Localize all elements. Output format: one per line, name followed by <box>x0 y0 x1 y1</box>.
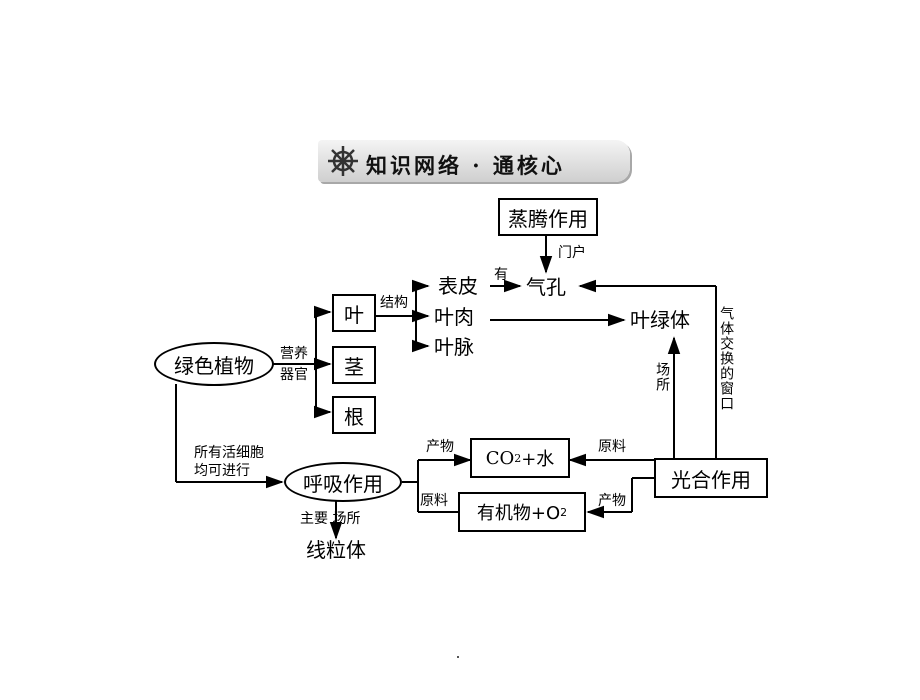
node-co2-water-suffix: +水 <box>521 449 555 470</box>
page-dot <box>457 656 459 658</box>
node-photosynthesis-label: 光合作用 <box>671 467 751 492</box>
edge-label-product-1: 产物 <box>426 439 454 455</box>
node-chloroplast: 叶绿体 <box>630 308 690 332</box>
edge-label-has: 有 <box>494 267 508 283</box>
edge-label-nutrient-organs-2: 器官 <box>280 367 308 383</box>
node-respiration: 呼吸作用 <box>284 462 402 502</box>
node-photosynthesis: 光合作用 <box>654 458 768 498</box>
node-epidermis: 表皮 <box>438 274 478 298</box>
node-root: 根 <box>332 396 376 434</box>
node-mitochondria: 线粒体 <box>306 538 366 562</box>
node-vein: 叶脉 <box>434 335 474 359</box>
edge-label-raw-material-1: 原料 <box>420 493 448 509</box>
edge-label-all-living-cells-2: 均可进行 <box>194 463 250 479</box>
edge-label-gateway: 门户 <box>558 245 586 261</box>
node-green-plant: 绿色植物 <box>154 342 274 386</box>
node-transpiration: 蒸腾作用 <box>498 198 598 236</box>
node-co2-water-sub: 2 <box>514 451 522 465</box>
edge-label-gas-exchange-window: 气体交换的窗口 <box>718 306 735 411</box>
node-co2-water-prefix: CO <box>485 447 515 469</box>
edge-label-all-living-cells-1: 所有活细胞 <box>194 445 264 461</box>
section-header-banner: 知识网络 · 通核心 <box>318 140 630 182</box>
node-organic-o2-prefix: 有机物+O <box>476 503 561 524</box>
section-title: 知识网络 · 通核心 <box>366 153 565 178</box>
node-transpiration-label: 蒸腾作用 <box>508 206 588 231</box>
node-stem-label: 茎 <box>344 354 364 379</box>
node-root-label: 根 <box>344 404 364 429</box>
edge-label-structure: 结构 <box>380 295 408 311</box>
node-respiration-label: 呼吸作用 <box>303 471 383 496</box>
node-stem: 茎 <box>332 346 376 384</box>
node-leaf-label: 叶 <box>344 302 364 327</box>
edge-label-nutrient-organs-1: 营养 <box>280 346 308 362</box>
ship-wheel-icon <box>328 146 358 176</box>
edge-label-site-1: 场所 <box>654 362 671 392</box>
edge-label-main-site: 主要 场所 <box>300 511 361 527</box>
edge-label-product-2: 产物 <box>598 493 626 509</box>
node-green-plant-label: 绿色植物 <box>174 353 254 378</box>
node-leaf: 叶 <box>332 294 376 332</box>
node-organic-o2-sub: 2 <box>560 505 568 519</box>
node-mesophyll: 叶肉 <box>434 305 474 329</box>
edge-label-raw-material-2: 原料 <box>598 439 626 455</box>
node-stoma: 气孔 <box>526 275 566 299</box>
